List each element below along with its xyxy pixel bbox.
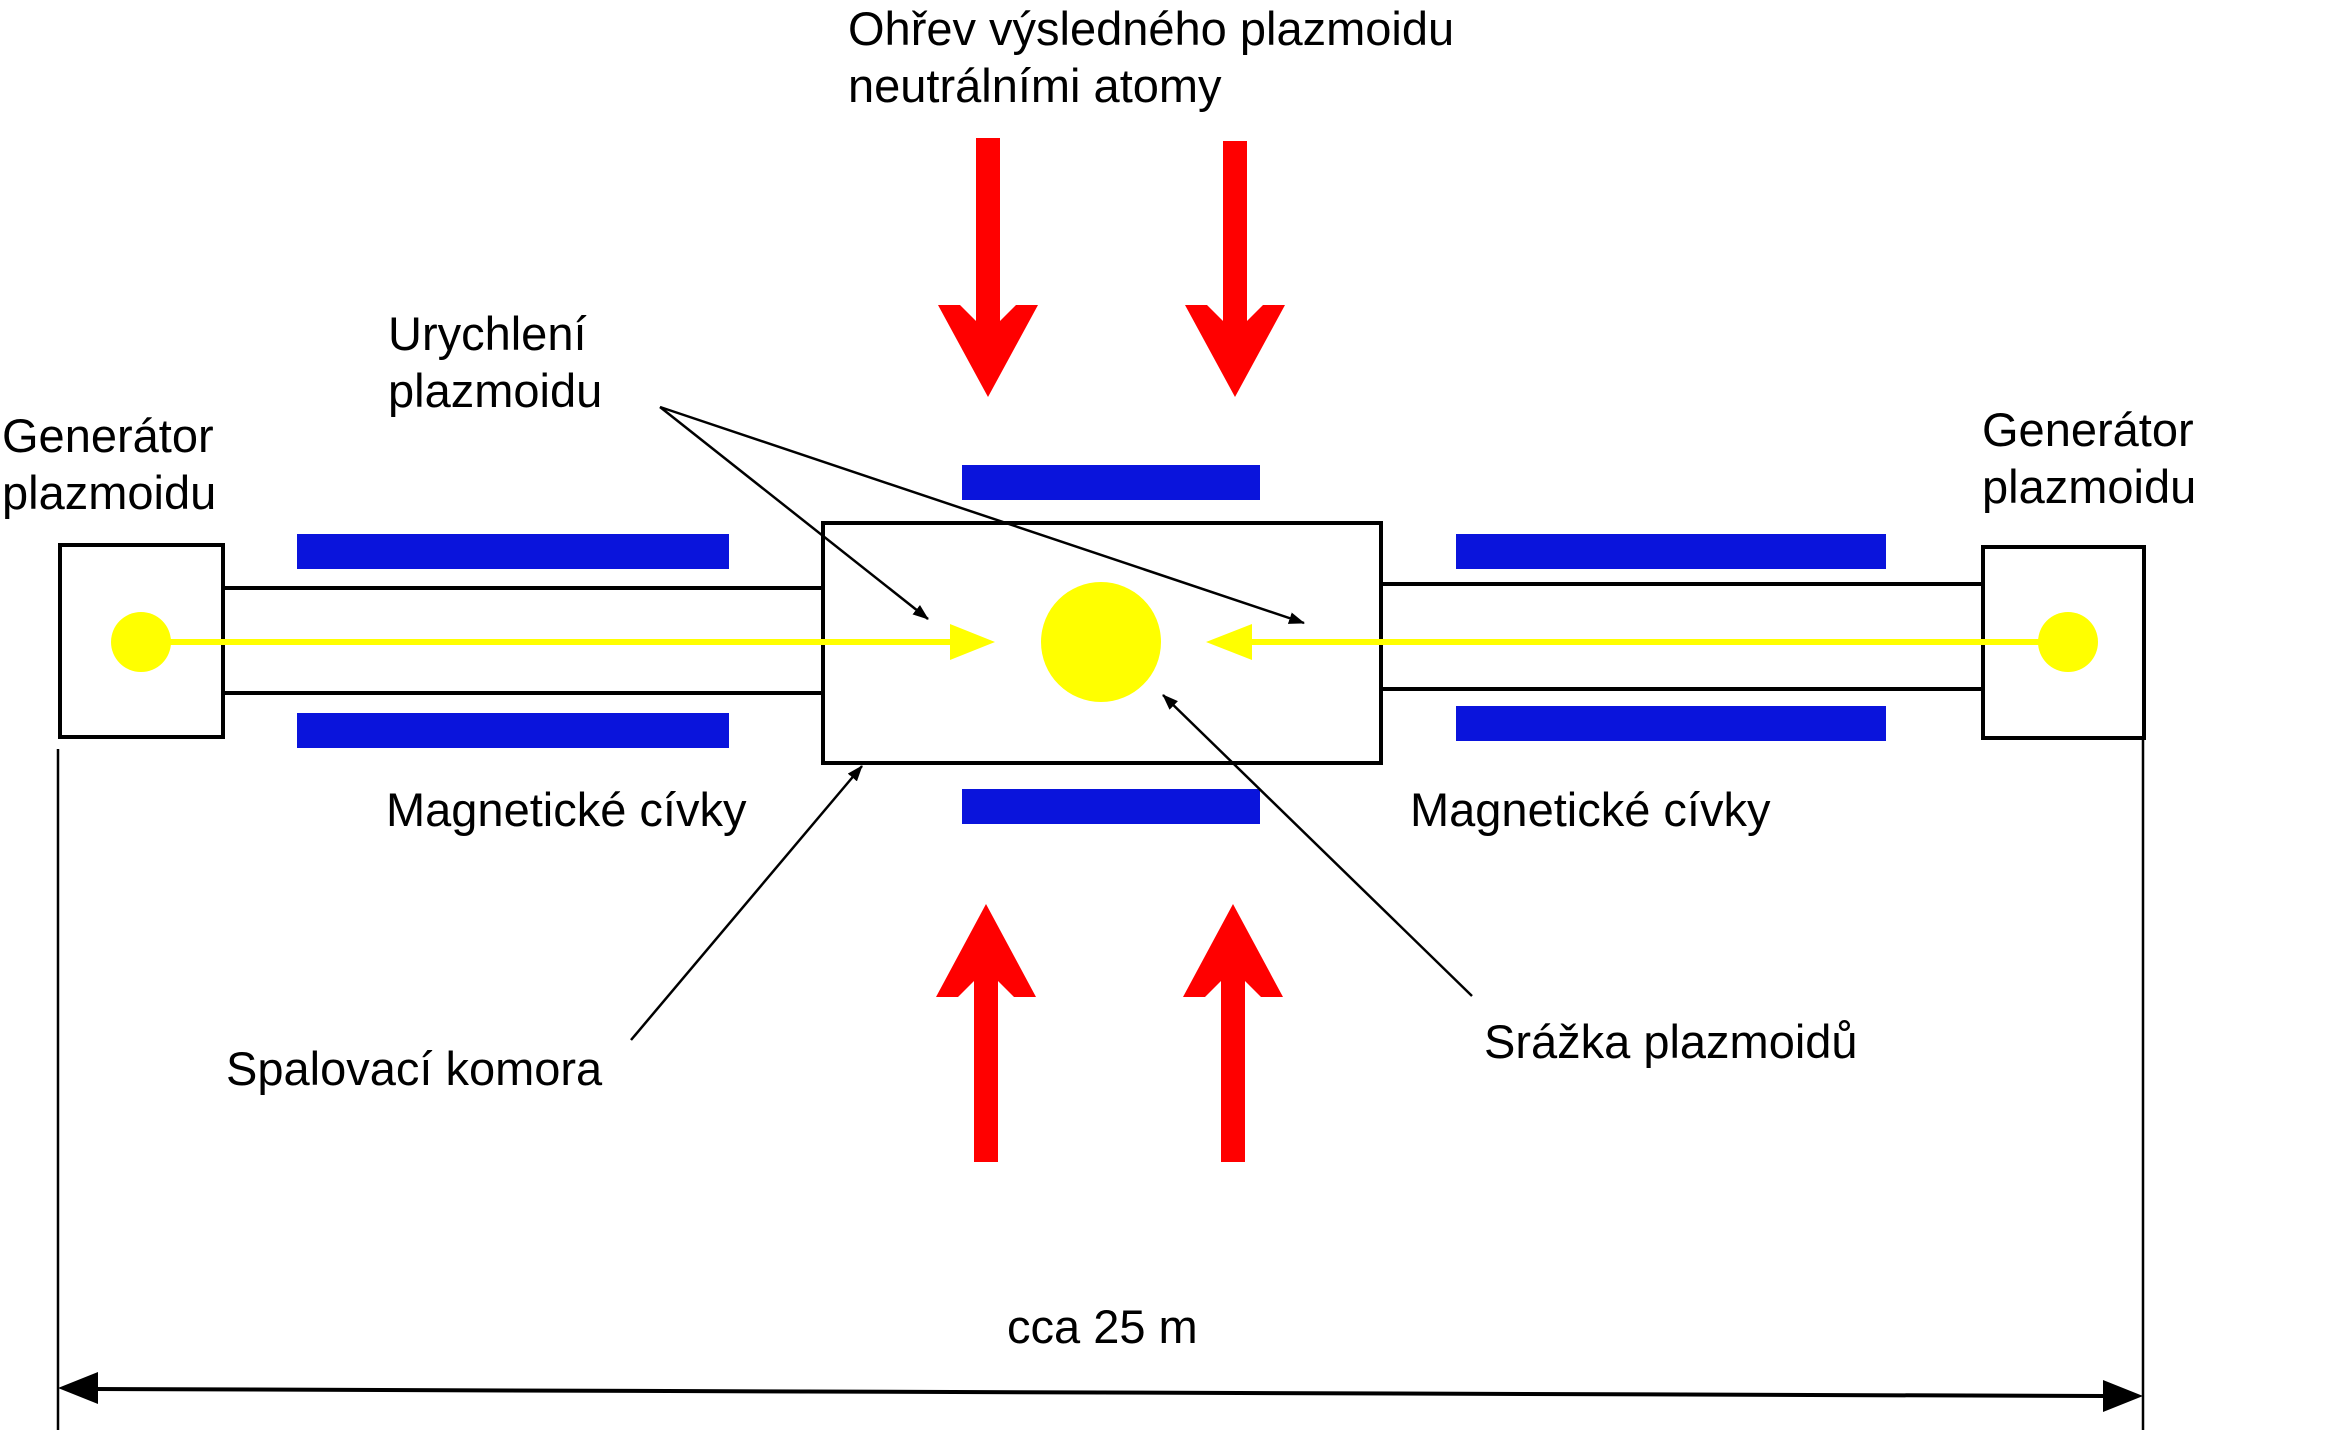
- collision-label: Srážka plazmoidů: [1484, 1015, 1858, 1068]
- plasmoid-collision: [1041, 582, 1161, 702]
- length-label: cca 25 m: [1007, 1300, 1198, 1353]
- combustion-chamber-label: Spalovací komora: [226, 1042, 603, 1095]
- acceleration-label-line1: Urychlení: [388, 307, 587, 360]
- plasmoid-right: [2038, 612, 2098, 672]
- heating-label-line1: Ohřev výsledného plazmoidu: [848, 2, 1454, 55]
- generator-right-label-line2: plazmoidu: [1982, 460, 2196, 513]
- generator-left-label-line1: Generátor: [2, 409, 214, 462]
- coils-right-label: Magnetické cívky: [1410, 783, 1771, 836]
- heating-arrow-top-left: [938, 138, 1038, 397]
- left-coil-bottom: [297, 713, 729, 748]
- heating-arrow-bottom-left: [936, 904, 1036, 1162]
- plasmoid-left: [111, 612, 171, 672]
- acceleration-label-line2: plazmoidu: [388, 364, 602, 417]
- collision-pointer: [1162, 694, 1473, 997]
- heating-label-line2: neutrálními atomy: [848, 59, 1222, 112]
- acceleration-pointers: [659, 405, 1305, 625]
- generator-left-label-line2: plazmoidu: [2, 466, 216, 519]
- chamber-coil-top: [962, 465, 1260, 500]
- chamber-coil-bottom: [962, 789, 1260, 824]
- generator-right-label-line1: Generátor: [1982, 403, 2194, 456]
- heating-arrow-bottom-right: [1183, 904, 1283, 1162]
- plasmoid-beam-left: [141, 624, 995, 660]
- right-coil-bottom: [1456, 706, 1886, 741]
- right-accelerator-tube: [1381, 582, 1983, 691]
- plasmoid-beam-right: [1206, 624, 2068, 660]
- combustion-chamber-pointer: [630, 765, 863, 1041]
- coils-left-label: Magnetické cívky: [386, 783, 747, 836]
- right-coil-top: [1456, 534, 1886, 569]
- length-dimension: [56, 740, 2145, 1430]
- left-accelerator-tube: [223, 586, 823, 695]
- left-coil-top: [297, 534, 729, 569]
- heating-arrow-top-right: [1185, 141, 1285, 397]
